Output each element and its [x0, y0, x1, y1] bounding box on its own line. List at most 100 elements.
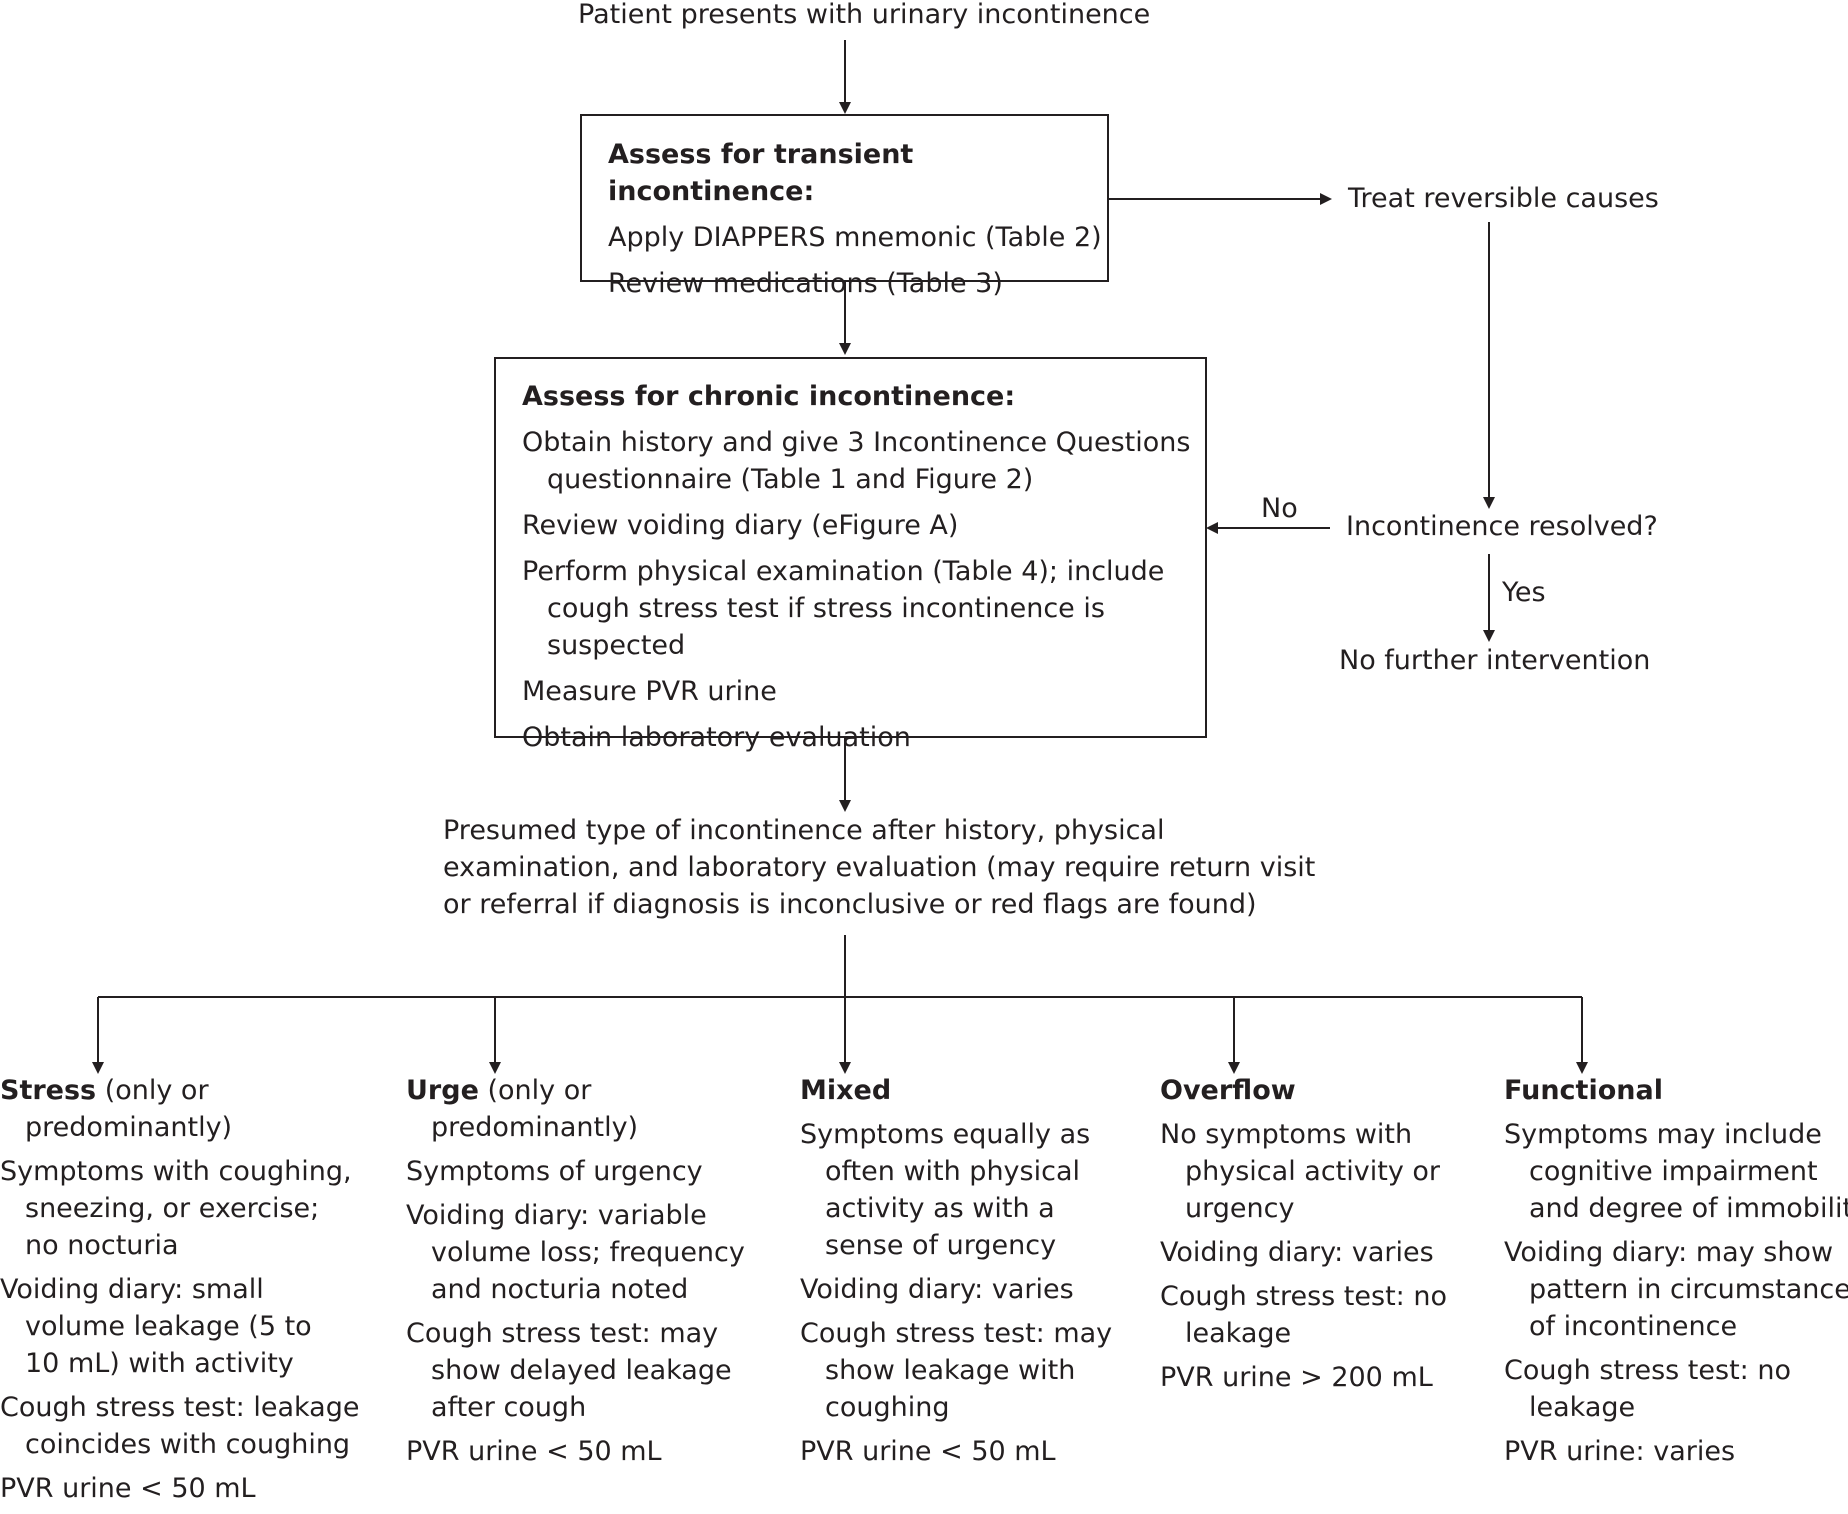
type-item-line: PVR urine < 50 mL — [800, 1436, 1056, 1467]
type-item-line: pattern in circumstances — [1529, 1274, 1848, 1305]
type-item-line: sense of urgency — [825, 1230, 1057, 1261]
type-item-line: Symptoms of urgency — [406, 1156, 703, 1187]
type-heading-line: Urge (only or — [406, 1072, 745, 1109]
type-item: Cough stress test: no leakage — [1504, 1352, 1848, 1426]
chronic-item-line: questionnaire (Table 1 and Figure 2) — [547, 464, 1034, 495]
type-item-line: PVR urine > 200 mL — [1160, 1362, 1433, 1393]
type-item-line: show leakage with — [825, 1355, 1076, 1386]
type-qualifier: (only or — [478, 1075, 592, 1106]
type-item: Voiding diary: varies — [1160, 1234, 1447, 1271]
type-item-line: volume loss; frequency — [431, 1237, 745, 1268]
type-item-line: Cough stress test: may — [800, 1318, 1113, 1349]
type-item: Voiding diary: variable volume loss; freq… — [406, 1197, 745, 1308]
type-item-line: volume leakage (5 to — [25, 1311, 312, 1342]
type-item-line: Voiding diary: small — [0, 1274, 264, 1305]
type-heading-line: Stress (only or — [0, 1072, 359, 1109]
type-item-line: No symptoms with — [1160, 1119, 1413, 1150]
chronic-item-line: Obtain history and give 3 Incontinence Q… — [522, 427, 1191, 458]
type-name: Functional — [1504, 1075, 1663, 1106]
presumed-line: examination, and laboratory evaluation (… — [443, 852, 1316, 883]
transient-line: Review medications (Table 3) — [608, 268, 1003, 299]
type-item-line: Symptoms may include — [1504, 1119, 1822, 1150]
type-item-line: PVR urine < 50 mL — [406, 1436, 662, 1467]
chronic-assessment-box: Assess for chronic incontinence: Obtain … — [494, 357, 1207, 753]
type-item-line: Symptoms with coughing, — [0, 1156, 352, 1187]
chronic-item: Obtain history and give 3 Incontinence Q… — [522, 424, 1205, 498]
type-name: Overflow — [1160, 1075, 1296, 1106]
type-name: Stress — [0, 1075, 97, 1106]
type-item: PVR urine > 200 mL — [1160, 1359, 1447, 1396]
type-qualifier: predominantly) — [431, 1112, 639, 1143]
type-item-line: leakage — [1529, 1392, 1636, 1423]
chronic-item: Obtain laboratory evaluation — [522, 719, 1205, 756]
type-item-line: Voiding diary: variable — [406, 1200, 707, 1231]
type-item: PVR urine < 50 mL — [406, 1433, 745, 1470]
type-item-line: cognitive impairment — [1529, 1156, 1818, 1187]
chronic-item-line: Perform physical examination (Table 4); … — [522, 556, 1165, 587]
type-item: No symptoms with physical activity or urge… — [1160, 1116, 1447, 1227]
type-name: Urge — [406, 1075, 479, 1106]
type-item: Symptoms with coughing,sneezing, or exer… — [0, 1153, 359, 1264]
transient-assessment-box: Assess for transient incontinence: Apply… — [580, 114, 1109, 299]
type-item: PVR urine < 50 mL — [800, 1433, 1112, 1470]
yes-label: Yes — [1502, 577, 1546, 608]
presumed-line: or referral if diagnosis is inconclusive… — [443, 889, 1257, 920]
chronic-items: Obtain history and give 3 Incontinence Q… — [522, 424, 1205, 756]
type-heading: Functional — [1504, 1072, 1848, 1109]
type-item-line: Cough stress test: may — [406, 1318, 719, 1349]
type-item-line: no nocturia — [25, 1230, 179, 1261]
type-heading: Overflow — [1160, 1072, 1447, 1109]
type-item-line: PVR urine: varies — [1504, 1436, 1736, 1467]
type-item: Cough stress test: no leakage — [1160, 1278, 1447, 1352]
chronic-item-line: cough stress test if stress incontinence… — [547, 593, 1105, 661]
chronic-item: Perform physical examination (Table 4); … — [522, 553, 1205, 664]
chronic-item-line: Obtain laboratory evaluation — [522, 722, 911, 753]
type-item: Voiding diary: varies — [800, 1271, 1112, 1308]
type-item: PVR urine: varies — [1504, 1433, 1848, 1470]
type-item-line: of incontinence — [1529, 1311, 1738, 1342]
type-item-line: physical activity or — [1185, 1156, 1440, 1187]
type-item-line: Voiding diary: may show — [1504, 1237, 1834, 1268]
type-item-line: show delayed leakage — [431, 1355, 732, 1386]
type-item-line: activity as with a — [825, 1193, 1055, 1224]
no-label: No — [1261, 493, 1298, 524]
type-name: Mixed — [800, 1075, 892, 1106]
incontinence-resolved-question: Incontinence resolved? — [1346, 511, 1658, 542]
type-item-line: often with physical — [825, 1156, 1080, 1187]
presumed-type-text: Presumed type of incontinence after hist… — [443, 812, 1315, 923]
type-heading: Mixed — [800, 1072, 1112, 1109]
chronic-item: Review voiding diary (eFigure A) — [522, 507, 1205, 544]
chronic-item-line: Measure PVR urine — [522, 676, 777, 707]
type-heading-line: Functional — [1504, 1072, 1848, 1109]
type-item-line: PVR urine < 50 mL — [0, 1473, 256, 1504]
type-qualifier: predominantly) — [25, 1112, 233, 1143]
type-item-line: urgency — [1185, 1193, 1295, 1224]
type-heading-line: Overflow — [1160, 1072, 1447, 1109]
no-further-intervention: No further intervention — [1339, 645, 1651, 676]
type-item: Voiding diary: small volume leakage (5 to… — [0, 1271, 359, 1382]
type-item-line: coincides with coughing — [25, 1429, 351, 1460]
type-item-line: after cough — [431, 1392, 587, 1423]
type-column-overflow: Overflow No symptoms with physical activit… — [1160, 1072, 1447, 1403]
type-item: Voiding diary: may show pattern in circum… — [1504, 1234, 1848, 1345]
type-item-line: Cough stress test: no — [1504, 1355, 1791, 1386]
type-item-line: Voiding diary: varies — [1160, 1237, 1434, 1268]
presumed-line: Presumed type of incontinence after hist… — [443, 815, 1165, 846]
type-item-line: leakage — [1185, 1318, 1292, 1349]
chronic-item-line: Review voiding diary (eFigure A) — [522, 510, 959, 541]
type-item-line: and degree of immobility — [1529, 1193, 1848, 1224]
type-item-line: 10 mL) with activity — [25, 1348, 294, 1379]
type-item-line: Cough stress test: no — [1160, 1281, 1447, 1312]
start-node: Patient presents with urinary incontinen… — [578, 0, 1151, 30]
